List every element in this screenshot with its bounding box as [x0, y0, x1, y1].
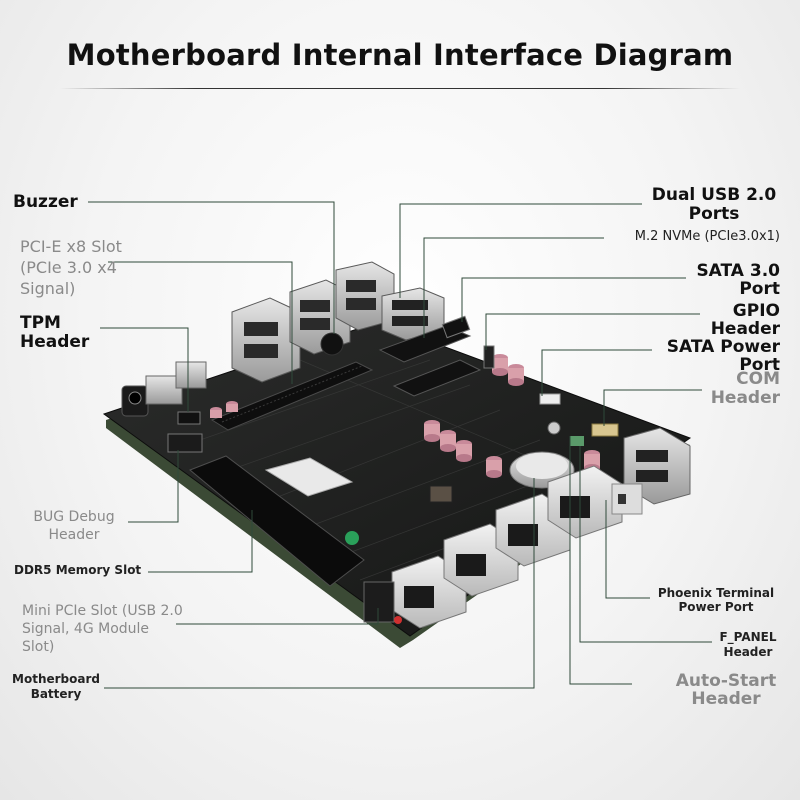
label-pcie-slot: PCI-E x8 Slot (PCIe 3.0 x4 Signal): [20, 237, 122, 298]
leader-usb: [399, 203, 642, 298]
chip: [429, 485, 453, 503]
leader-minipcie: [176, 608, 379, 625]
leader-sata: [461, 277, 686, 322]
leader-ddr5: [148, 510, 253, 573]
label-bug-debug-header: BUG Debug Header: [33, 509, 115, 543]
label-motherboard-battery: Motherboard Battery: [12, 672, 100, 701]
gpio-header: [483, 345, 495, 369]
label-sata-port: SATA 3.0 Port: [696, 261, 780, 299]
label-phoenix-terminal: Phoenix Terminal Power Port: [657, 586, 775, 614]
leader-pcie: [108, 261, 293, 384]
tpm-header: [177, 411, 201, 425]
label-minipcie-slot: Mini PCIe Slot (USB 2.0 Signal, 4G Modul…: [22, 603, 183, 655]
label-dual-usb-ports: Dual USB 2.0 Ports: [651, 185, 777, 224]
leader-fpanel: [579, 446, 712, 643]
label-m2-nvme: M.2 NVMe (PCIe3.0x1): [634, 229, 780, 244]
leader-m2: [423, 237, 604, 338]
green-sticker: [345, 531, 359, 545]
minipcie-connector: [363, 581, 395, 623]
debug-header: [167, 433, 203, 453]
label-sata-power-port: SATA Power Port: [666, 337, 780, 375]
rear-usb-left: [231, 297, 301, 383]
page-title: Motherboard Internal Interface Diagram: [66, 38, 734, 72]
title-divider: [60, 88, 740, 89]
pcie-x8-slot: [210, 361, 374, 431]
leader-autostart: [569, 436, 632, 685]
label-com-header: COM Header: [710, 369, 780, 408]
leader-battery: [104, 478, 535, 689]
leader-gpio: [485, 313, 700, 350]
ddr5-slot: [189, 455, 365, 587]
phoenix-terminal: [611, 483, 643, 515]
board-label: [264, 457, 354, 497]
leader-lines: [88, 201, 712, 689]
sata-port: [441, 315, 471, 339]
label-tpm-header: TPM Header: [20, 313, 90, 352]
label-buzzer: Buzzer: [13, 192, 78, 212]
leader-satapower: [541, 349, 652, 396]
rear-usb-right: [335, 261, 395, 331]
leader-buzzer: [88, 201, 335, 334]
leader-tpm: [100, 327, 189, 412]
leader-com: [603, 389, 702, 426]
ethernet-ports: [391, 465, 623, 629]
label-autostart-header: Auto-Start Header: [675, 671, 777, 709]
com-header: [591, 423, 619, 437]
label-fpanel-header: F_PANEL Header: [719, 630, 777, 659]
leader-bug: [128, 450, 179, 523]
leader-phoenix: [605, 500, 650, 599]
buzzer: [320, 332, 344, 356]
sata-power-header: [539, 393, 561, 405]
label-ddr5-slot: DDR5 Memory Slot: [14, 563, 142, 577]
label-gpio-header: GPIO Header: [710, 301, 780, 339]
